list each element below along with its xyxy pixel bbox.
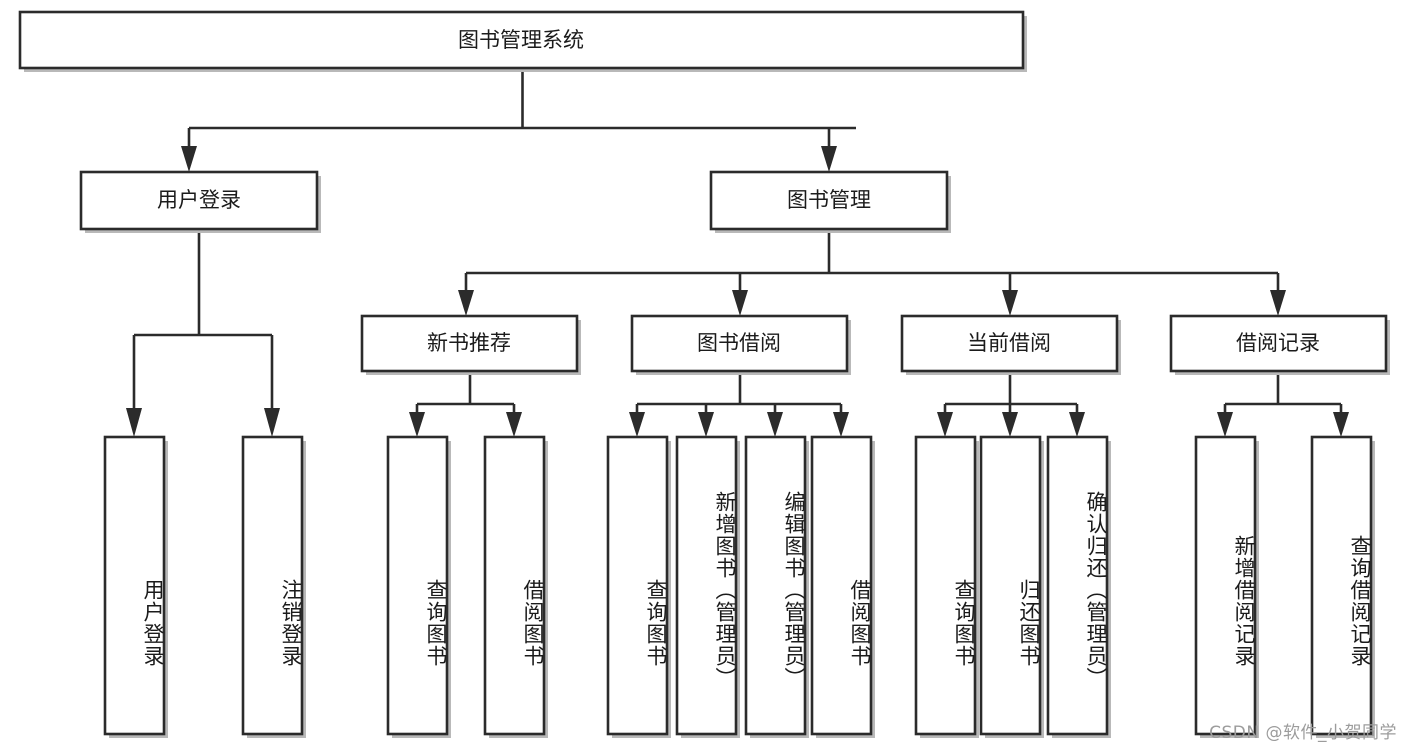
node-borrow-record[interactable]: 借阅记录 bbox=[1169, 314, 1390, 375]
arrow-leaf-borrow-book-2 bbox=[833, 412, 849, 437]
arrow-book-borrow bbox=[732, 290, 748, 316]
node-current-borrow-label: 当前借阅 bbox=[967, 331, 1051, 355]
node-leaf-confirm-return-box[interactable] bbox=[1046, 435, 1109, 736]
watermark-text: CSDN @软件_小贺同学 bbox=[1209, 723, 1397, 743]
node-new-book-rec-label: 新书推荐 bbox=[427, 331, 511, 355]
node-leaf-query-book-3[interactable] bbox=[914, 435, 979, 738]
node-leaf-query-book-2-box[interactable] bbox=[606, 435, 669, 736]
node-user-login-label: 用户登录 bbox=[157, 188, 241, 212]
node-root-label: 图书管理系统 bbox=[458, 28, 584, 52]
node-borrow-record-label: 借阅记录 bbox=[1236, 331, 1320, 355]
node-user-login[interactable]: 用户登录 bbox=[79, 170, 321, 233]
node-leaf-confirm-return[interactable] bbox=[1046, 435, 1111, 738]
node-leaf-query-record[interactable] bbox=[1310, 435, 1375, 738]
node-leaf-return-book[interactable] bbox=[979, 435, 1044, 738]
connector-group-book-manage-to-level3 bbox=[458, 232, 1286, 316]
connector-group-new-book-rec-to-leaves bbox=[409, 374, 522, 437]
node-leaf-query-book-3-box[interactable] bbox=[914, 435, 977, 736]
arrow-leaf-confirm-return bbox=[1069, 412, 1085, 437]
arrow-borrow-record bbox=[1270, 290, 1286, 316]
node-leaf-add-book[interactable] bbox=[675, 435, 740, 738]
node-borrow-record-box[interactable] bbox=[1169, 314, 1388, 373]
node-current-borrow-box[interactable] bbox=[900, 314, 1119, 373]
node-leaf-borrow-book-2[interactable] bbox=[810, 435, 875, 738]
node-leaf-user-logout-box[interactable] bbox=[241, 435, 304, 736]
arrow-leaf-user-login bbox=[126, 408, 142, 437]
arrow-current-borrow bbox=[1002, 290, 1018, 316]
node-leaf-add-book-box[interactable] bbox=[675, 435, 738, 736]
node-leaf-query-book-1[interactable] bbox=[386, 435, 451, 738]
node-user-login-box[interactable] bbox=[79, 170, 319, 231]
arrow-book-manage bbox=[821, 146, 837, 172]
node-leaf-borrow-book-1-box[interactable] bbox=[483, 435, 546, 736]
arrow-leaf-user-logout bbox=[264, 408, 280, 437]
connector-group-user-login-to-leaves bbox=[126, 232, 280, 437]
arrow-leaf-return-book bbox=[1002, 412, 1018, 437]
node-leaf-return-book-box[interactable] bbox=[979, 435, 1042, 736]
arrow-leaf-add-book bbox=[698, 412, 714, 437]
node-leaf-query-record-box[interactable] bbox=[1310, 435, 1373, 736]
node-leaf-user-logout[interactable] bbox=[241, 435, 306, 738]
node-leaf-query-book-2[interactable] bbox=[606, 435, 671, 738]
node-leaf-add-record[interactable] bbox=[1194, 435, 1259, 738]
node-new-book-rec-box[interactable] bbox=[360, 314, 579, 373]
arrow-leaf-query-book-1 bbox=[409, 412, 425, 437]
arrow-user-login bbox=[181, 146, 197, 172]
node-leaf-user-login[interactable] bbox=[103, 435, 168, 738]
node-leaf-add-record-box[interactable] bbox=[1194, 435, 1257, 736]
node-leaf-borrow-book-2-box[interactable] bbox=[810, 435, 873, 736]
node-root-box[interactable] bbox=[18, 10, 1025, 70]
connector-group-current-borrow-to-leaves bbox=[937, 374, 1085, 437]
connector-group-root-to-level2 bbox=[181, 68, 856, 172]
node-leaf-user-login-box[interactable] bbox=[103, 435, 166, 736]
node-leaf-borrow-book-1[interactable] bbox=[483, 435, 548, 738]
arrow-leaf-query-book-2 bbox=[629, 412, 645, 437]
arrow-leaf-query-record bbox=[1333, 412, 1349, 437]
connector-group-book-borrow-to-leaves bbox=[629, 374, 849, 437]
node-root[interactable]: 图书管理系统 bbox=[18, 10, 1027, 72]
node-book-borrow-box[interactable] bbox=[630, 314, 849, 373]
arrow-leaf-query-book-3 bbox=[937, 412, 953, 437]
node-new-book-rec[interactable]: 新书推荐 bbox=[360, 314, 581, 375]
node-leaf-query-book-1-box[interactable] bbox=[386, 435, 449, 736]
node-current-borrow[interactable]: 当前借阅 bbox=[900, 314, 1121, 375]
node-leaf-edit-book-box[interactable] bbox=[744, 435, 807, 736]
node-book-borrow-label: 图书借阅 bbox=[697, 331, 781, 355]
node-book-manage-label: 图书管理 bbox=[787, 188, 871, 212]
arrow-leaf-borrow-book-1 bbox=[506, 412, 522, 437]
node-book-borrow[interactable]: 图书借阅 bbox=[630, 314, 851, 375]
arrow-leaf-add-record bbox=[1217, 412, 1233, 437]
node-book-manage[interactable]: 图书管理 bbox=[709, 170, 951, 233]
node-leaf-edit-book[interactable] bbox=[744, 435, 809, 738]
node-book-manage-box[interactable] bbox=[709, 170, 949, 231]
connector-group-borrow-record-to-leaves bbox=[1217, 374, 1349, 437]
arrow-leaf-edit-book bbox=[767, 412, 783, 437]
arrow-new-book-rec bbox=[458, 290, 474, 316]
